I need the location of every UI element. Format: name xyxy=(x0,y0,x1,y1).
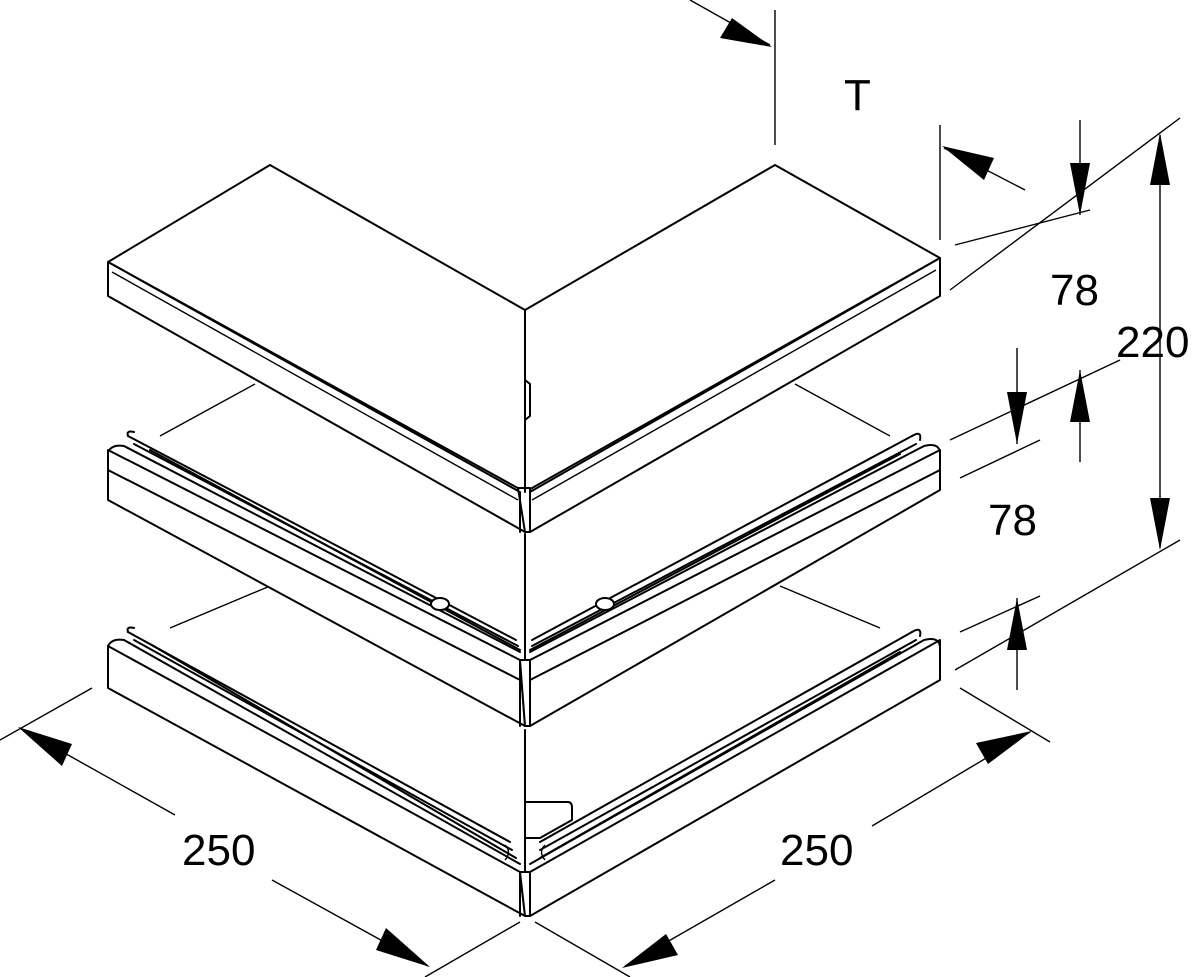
arrow-78-top-up xyxy=(1070,370,1090,422)
width-left-label: 250 xyxy=(182,826,255,875)
top-cover xyxy=(107,164,941,533)
arrow-250-left-start xyxy=(18,727,72,766)
arrow-78-top-down xyxy=(1070,163,1090,215)
arrow-220-bottom xyxy=(1150,498,1170,550)
arrow-t-left xyxy=(720,18,772,47)
arrow-78-bottom-up xyxy=(1007,598,1027,650)
width-right-label: 250 xyxy=(780,826,853,875)
middle-tier xyxy=(107,383,941,727)
arrow-250-right-start xyxy=(622,934,678,968)
height-top-label: 78 xyxy=(1050,266,1099,315)
arrow-t-right xyxy=(942,146,994,180)
height-total-label: 220 xyxy=(1116,318,1189,367)
height-bottom-label: 78 xyxy=(988,496,1037,545)
bottom-tier xyxy=(107,585,941,917)
arrow-220-top xyxy=(1150,133,1170,185)
arrow-250-left-end xyxy=(376,928,430,967)
arrow-250-right-end xyxy=(976,731,1032,764)
arrow-78-bottom-down xyxy=(1007,392,1027,444)
thickness-label: T xyxy=(844,71,871,120)
